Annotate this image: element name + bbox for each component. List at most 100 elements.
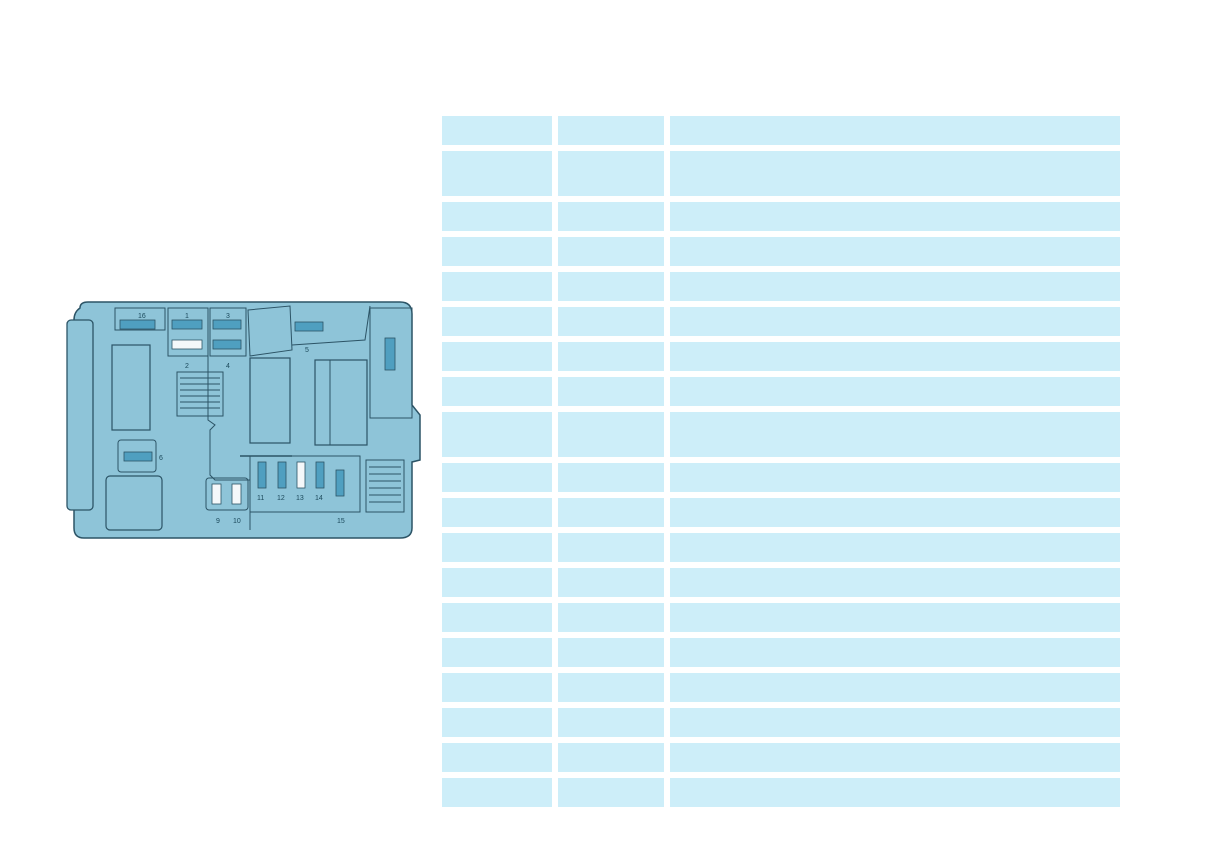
table-cell-function bbox=[670, 463, 1120, 492]
table-row bbox=[442, 116, 1120, 145]
fuse-13 bbox=[296, 461, 306, 489]
table-cell-fuse bbox=[442, 151, 552, 196]
table-cell-rating bbox=[558, 202, 664, 231]
table-cell-function bbox=[670, 151, 1120, 196]
table-row bbox=[442, 307, 1120, 336]
table-cell-rating bbox=[558, 377, 664, 406]
table-cell-fuse bbox=[442, 237, 552, 266]
table-cell-rating bbox=[558, 342, 664, 371]
fuse-1 bbox=[171, 319, 203, 330]
table-cell-rating bbox=[558, 412, 664, 457]
fuse-bank bbox=[249, 455, 361, 513]
table-cell-rating bbox=[558, 638, 664, 667]
label-11: 11 bbox=[257, 495, 264, 502]
table-cell-function bbox=[670, 708, 1120, 737]
table-cell-function bbox=[670, 638, 1120, 667]
table-cell-rating bbox=[558, 743, 664, 772]
table-cell-rating bbox=[558, 533, 664, 562]
table-row bbox=[442, 638, 1120, 667]
fuse-16 bbox=[119, 319, 156, 330]
table-row bbox=[442, 743, 1120, 772]
table-cell-fuse bbox=[442, 533, 552, 562]
fuse-box-diagram: 16 1 2 3 4 5 6 9 10 bbox=[66, 301, 421, 539]
table-cell-function bbox=[670, 498, 1120, 527]
fuse-table bbox=[436, 110, 1126, 813]
fuse-3 bbox=[212, 319, 242, 330]
table-cell-function bbox=[670, 603, 1120, 632]
table-row bbox=[442, 151, 1120, 196]
table-cell-function bbox=[670, 778, 1120, 807]
table-row bbox=[442, 673, 1120, 702]
table-cell-function bbox=[670, 743, 1120, 772]
label-3: 3 bbox=[226, 313, 230, 320]
compartment-1-2 bbox=[167, 307, 209, 357]
table-row bbox=[442, 377, 1120, 406]
divider-line bbox=[291, 305, 371, 346]
table-cell-function bbox=[670, 202, 1120, 231]
table-cell-rating bbox=[558, 237, 664, 266]
table-cell-rating bbox=[558, 307, 664, 336]
label-12: 12 bbox=[277, 495, 285, 502]
fuse-6 bbox=[123, 451, 153, 462]
label-10: 10 bbox=[233, 518, 241, 525]
vent-grill-right bbox=[365, 459, 405, 513]
table-cell-fuse bbox=[442, 202, 552, 231]
table-cell-fuse bbox=[442, 638, 552, 667]
vent-grill-center bbox=[176, 371, 224, 417]
table-cell-rating bbox=[558, 272, 664, 301]
compartment-6 bbox=[117, 439, 157, 473]
fuse-5 bbox=[294, 321, 324, 332]
label-5: 5 bbox=[305, 347, 309, 354]
relay-left bbox=[111, 344, 151, 431]
relay-right bbox=[314, 359, 368, 446]
table-cell-fuse bbox=[442, 307, 552, 336]
table-cell-fuse bbox=[442, 412, 552, 457]
table-cell-fuse bbox=[442, 568, 552, 597]
table-cell-function bbox=[670, 307, 1120, 336]
table-cell-fuse bbox=[442, 603, 552, 632]
table-cell-fuse bbox=[442, 743, 552, 772]
label-2: 2 bbox=[185, 363, 189, 370]
wiring-outline bbox=[207, 356, 251, 530]
table-cell-function bbox=[670, 377, 1120, 406]
table-row bbox=[442, 778, 1120, 807]
compartment-16 bbox=[114, 307, 166, 331]
table-row bbox=[442, 342, 1120, 371]
label-6: 6 bbox=[159, 455, 163, 462]
lower-left-relay bbox=[105, 475, 163, 531]
table-cell-fuse bbox=[442, 377, 552, 406]
table-row bbox=[442, 237, 1120, 266]
compartment-3-4 bbox=[209, 307, 247, 357]
fuse-10 bbox=[231, 483, 242, 505]
label-4: 4 bbox=[226, 363, 230, 370]
table-cell-function bbox=[670, 116, 1120, 145]
table-cell-rating bbox=[558, 708, 664, 737]
fuse-2 bbox=[171, 339, 203, 350]
table-cell-rating bbox=[558, 673, 664, 702]
table-cell-rating bbox=[558, 603, 664, 632]
table-cell-rating bbox=[558, 116, 664, 145]
table-cell-function bbox=[670, 568, 1120, 597]
table-cell-fuse bbox=[442, 272, 552, 301]
table-cell-fuse bbox=[442, 116, 552, 145]
fuse-9 bbox=[211, 483, 222, 505]
table-cell-fuse bbox=[442, 498, 552, 527]
right-relay bbox=[369, 307, 413, 419]
table-row bbox=[442, 708, 1120, 737]
table-cell-rating bbox=[558, 568, 664, 597]
relay-block-top bbox=[247, 305, 293, 357]
table-cell-fuse bbox=[442, 708, 552, 737]
left-connector bbox=[66, 319, 94, 511]
table-cell-function bbox=[670, 272, 1120, 301]
table-cell-function bbox=[670, 673, 1120, 702]
table-row bbox=[442, 603, 1120, 632]
label-16: 16 bbox=[138, 313, 146, 320]
table-cell-fuse bbox=[442, 673, 552, 702]
fuse-14 bbox=[315, 461, 325, 489]
table-cell-function bbox=[670, 533, 1120, 562]
label-9: 9 bbox=[216, 518, 220, 525]
table-row bbox=[442, 533, 1120, 562]
table-row bbox=[442, 463, 1120, 492]
fuse-4 bbox=[212, 339, 242, 350]
fuse-box-housing bbox=[73, 301, 421, 539]
